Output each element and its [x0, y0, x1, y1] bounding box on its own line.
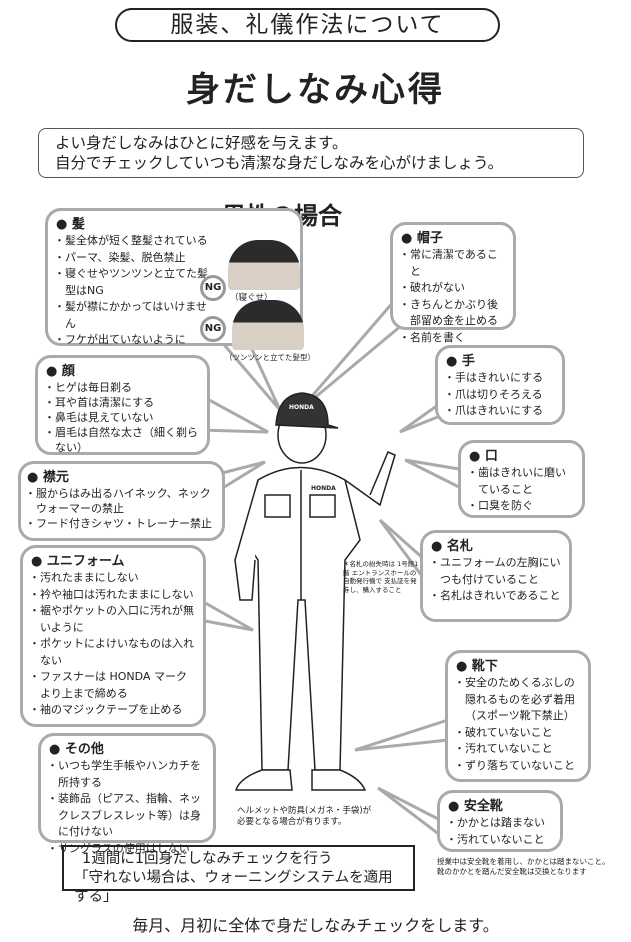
- list-item: ずり落ちていないこと: [456, 758, 580, 775]
- nametag-lost-note: ＊名札の紛失時は 1号館1階 エントランスホールの 自動発行機で 支払証を発券し…: [343, 560, 419, 594]
- check-line: 1週間に1回身だしなみチェックを行う: [82, 851, 333, 867]
- photo-caption: （寝ぐせ）: [230, 293, 273, 303]
- bubble-safety-shoes: 安全靴 かかとは踏まない汚れていないこと: [437, 790, 563, 852]
- chest-logo: HONDA: [311, 485, 336, 492]
- note-line: 授業中は安全靴を着用し、かかとは踏まないこと。: [437, 857, 610, 866]
- bubble-other: その他 いつも学生手帳やハンカチを所持する装飾品（ピアス、指輪、ネックレスブレス…: [38, 733, 216, 855]
- photo-caption: （ツンツンと立てた髪型）: [225, 353, 315, 362]
- bubble-title: 顔: [46, 363, 199, 380]
- list-item: ファスナーは HONDA マークより上まで締める: [31, 669, 195, 702]
- bubble-title: 安全靴: [448, 798, 552, 815]
- bubble-mouth: 口 歯はきれいに磨いていること口臭を防ぐ: [458, 440, 585, 518]
- list-item: フード付きシャツ・トレーナー禁止: [27, 516, 216, 531]
- list-item: 歯はきれいに磨いていること: [469, 465, 574, 498]
- list-item: 服からはみ出るハイネック、ネックウォーマーの禁止: [27, 486, 216, 516]
- note-line: 靴のかかとを踏んだ安全靴は交換となります: [437, 867, 587, 876]
- list-item: 常に清潔であること: [401, 247, 505, 280]
- list-item: 爪は切りそろえる: [446, 387, 554, 404]
- photo-spiky-hair: [232, 300, 304, 350]
- bubble-socks: 靴下 安全のためくるぶしの隠れるものを必ず着用（スポーツ靴下禁止）破れていないこ…: [445, 650, 591, 782]
- list-item: 髪が襟にかかってはいけません: [56, 299, 216, 332]
- list-item: パーマ、染髪、脱色禁止: [56, 250, 216, 267]
- bubble-hand: 手 手はきれいにする爪は切りそろえる爪はきれいにする: [435, 345, 565, 425]
- bubble-title: 髪: [56, 216, 292, 233]
- bubble-title: ユニフォーム: [31, 553, 195, 570]
- ng-badge: NG: [200, 275, 226, 301]
- list-item: 装飾品（ピアス、指輪、ネックレスブレスレット等）は身に付けない: [49, 791, 205, 841]
- bubble-title: 帽子: [401, 230, 505, 247]
- intro-line: 自分でチェックしていつも清潔な身だしなみを心がけましょう。: [55, 154, 504, 172]
- page-title: 身だしなみ心得: [186, 70, 445, 110]
- bubble-nametag: 名札 ユニフォームの左胸にいつも付けていること名札はきれいであること: [420, 530, 572, 622]
- section-heading-pill: 服装、礼儀作法について: [115, 8, 500, 42]
- list-item: 裾やポケットの入口に汚れが無いように: [31, 603, 195, 636]
- intro-box: よい身だしなみはひとに好感を与えます。 自分でチェックしていつも清潔な身だしなみ…: [38, 128, 584, 178]
- list-item: 眉毛は自然な太さ（細く剃らない）: [46, 425, 199, 455]
- list-item: ヒゲは毎日剃る: [46, 380, 199, 395]
- check-line: 「守れない場合は、ウォーニングシステムを適用する」: [74, 870, 393, 905]
- ng-badge: NG: [200, 316, 226, 342]
- bubble-title: 名札: [431, 538, 561, 555]
- bubble-face: 顔 ヒゲは毎日剃る耳や首は清潔にする鼻毛は見えていない眉毛は自然な太さ（細く剃ら…: [35, 355, 210, 455]
- list-item: 汚れていないこと: [448, 832, 552, 849]
- note-line: ヘルメットや防具(メガネ・手袋)が: [237, 806, 372, 816]
- bubble-title: 口: [469, 448, 574, 465]
- list-item: いつも学生手帳やハンカチを所持する: [49, 758, 205, 791]
- list-item: ユニフォームの左胸にいつも付けていること: [431, 555, 561, 588]
- bubble-collar: 襟元 服からはみ出るハイネック、ネックウォーマーの禁止フード付きシャツ・トレーナ…: [18, 461, 225, 541]
- list-item: 袖のマジックテープを止める: [31, 702, 195, 719]
- shoes-note: 授業中は安全靴を着用し、かかとは踏まないこと。 靴のかかとを踏んだ安全靴は交換と…: [437, 857, 610, 877]
- list-item: 髪全体が短く整髪されている: [56, 233, 216, 250]
- list-item: 破れがない: [401, 280, 505, 297]
- list-item: 名前を書く: [401, 330, 505, 347]
- weekly-check-box: 1週間に1回身だしなみチェックを行う 「守れない場合は、ウォーニングシステムを適…: [62, 845, 415, 905]
- bubble-title: その他: [49, 741, 205, 758]
- list-item: サングラスの使用はしない: [49, 841, 205, 858]
- list-item: きちんとかぶり後部留め金を止める: [401, 297, 505, 330]
- helmet-note: ヘルメットや防具(メガネ・手袋)が 必要となる場合が有ります。: [237, 806, 371, 828]
- list-item: 耳や首は清潔にする: [46, 395, 199, 410]
- intro-line: よい身だしなみはひとに好感を与えます。: [55, 134, 348, 152]
- list-item: ポケットによけいなものは入れない: [31, 636, 195, 669]
- bubble-title: 靴下: [456, 658, 580, 675]
- bubble-cap: 帽子 常に清潔であること破れがないきちんとかぶり後部留め金を止める名前を書く: [390, 222, 516, 344]
- list-item: フケが出ていないように: [56, 332, 216, 349]
- list-item: 汚れたままにしない: [31, 570, 195, 587]
- list-item: 衿や袖口は汚れたままにしない: [31, 587, 195, 604]
- cap-logo: HONDA: [289, 404, 314, 411]
- list-item: 寝ぐせやツンツンと立てた髪型はNG: [56, 266, 216, 299]
- note-line: 必要となる場合が有ります。: [237, 817, 347, 827]
- list-item: 名札はきれいであること: [431, 588, 561, 605]
- list-item: 破れていないこと: [456, 725, 580, 742]
- list-item: 汚れていないこと: [456, 741, 580, 758]
- photo-bedhead: [228, 240, 300, 290]
- list-item: かかとは踏まない: [448, 815, 552, 832]
- bubble-uniform: ユニフォーム 汚れたままにしない衿や袖口は汚れたままにしない裾やポケットの入口に…: [20, 545, 206, 727]
- list-item: 鼻毛は見えていない: [46, 410, 199, 425]
- list-item: 口臭を防ぐ: [469, 498, 574, 515]
- list-item: 手はきれいにする: [446, 370, 554, 387]
- bubble-title: 手: [446, 353, 554, 370]
- bubble-title: 襟元: [27, 469, 216, 486]
- monthly-check-note: 毎月、月初に全体で身だしなみチェックをします。: [132, 916, 499, 935]
- list-item: 安全のためくるぶしの隠れるものを必ず着用（スポーツ靴下禁止）: [456, 675, 580, 725]
- list-item: 爪はきれいにする: [446, 403, 554, 420]
